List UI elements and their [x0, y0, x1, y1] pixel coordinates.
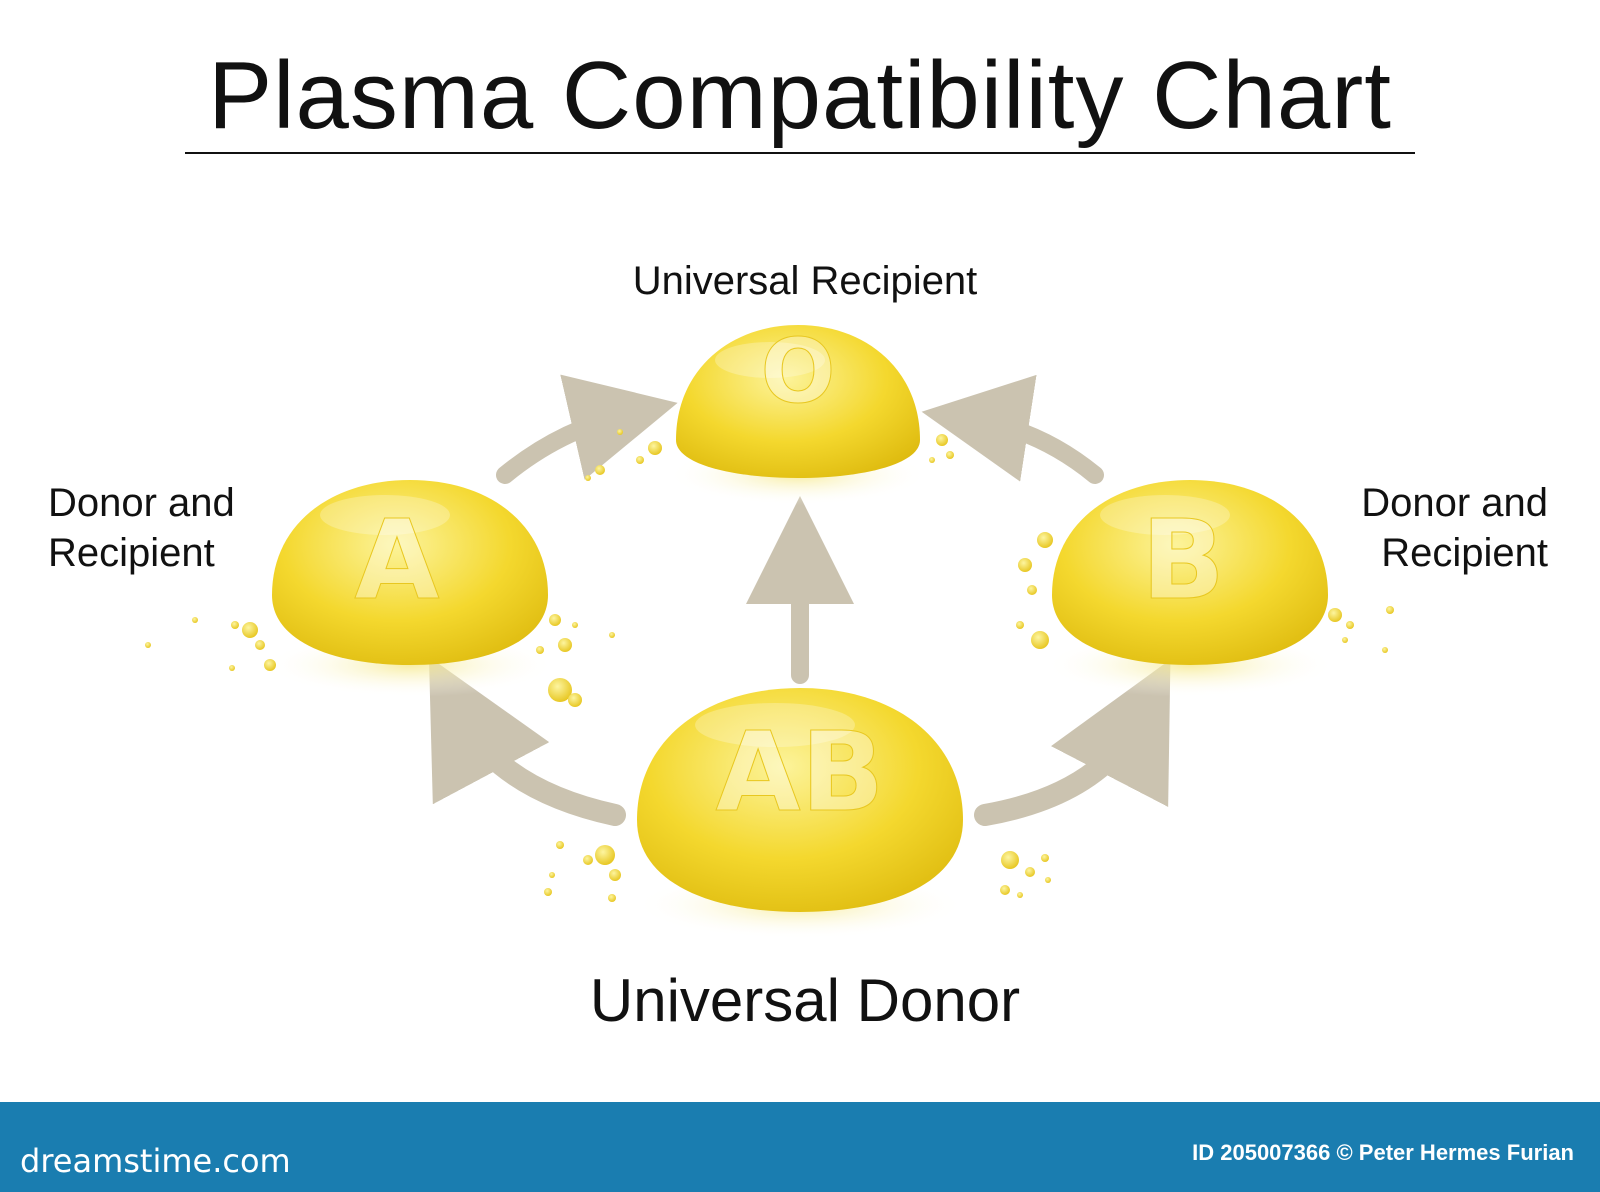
footer-credit: ID 205007366 © Peter Hermes Furian: [1192, 1140, 1574, 1165]
drop-ab-label: AB: [716, 708, 885, 836]
label-universal-recipient: Universal Recipient: [632, 259, 978, 303]
title-underline: [185, 152, 1415, 154]
label-b-donor-recipient: Donor and Recipient: [1361, 478, 1548, 578]
drop-b-label: B: [1141, 496, 1225, 624]
drop-o-label: O: [761, 320, 836, 423]
label-b-line1: Donor and: [1361, 481, 1548, 525]
page-title: Plasma Compatibility Chart: [208, 42, 1392, 149]
label-universal-donor: Universal Donor: [589, 967, 1021, 1034]
drop-b: B: [1045, 480, 1335, 697]
arrow-ab-to-a: [428, 656, 626, 826]
footer-logo[interactable]: dreamstime.com: [20, 1142, 291, 1180]
drop-o: O: [668, 320, 928, 505]
label-a-line1: Donor and: [48, 481, 235, 525]
label-a-donor-recipient: Donor and Recipient: [48, 478, 235, 578]
arrow-ab-to-b: [974, 659, 1171, 826]
arrows: [428, 374, 1171, 826]
small-droplets: [145, 429, 1394, 902]
label-a-line2: Recipient: [48, 531, 215, 575]
footer-bar: dreamstime.com ID 205007366 © Peter Herm…: [0, 1102, 1600, 1192]
label-b-line2: Recipient: [1381, 531, 1548, 575]
arrow-a-to-o: [496, 374, 678, 484]
drop-ab: AB: [635, 688, 965, 939]
drop-a-label: A: [354, 496, 439, 624]
drop-a: A: [265, 480, 555, 697]
arrow-b-to-o: [921, 374, 1104, 484]
compatibility-diagram: O A B AB: [145, 320, 1394, 939]
